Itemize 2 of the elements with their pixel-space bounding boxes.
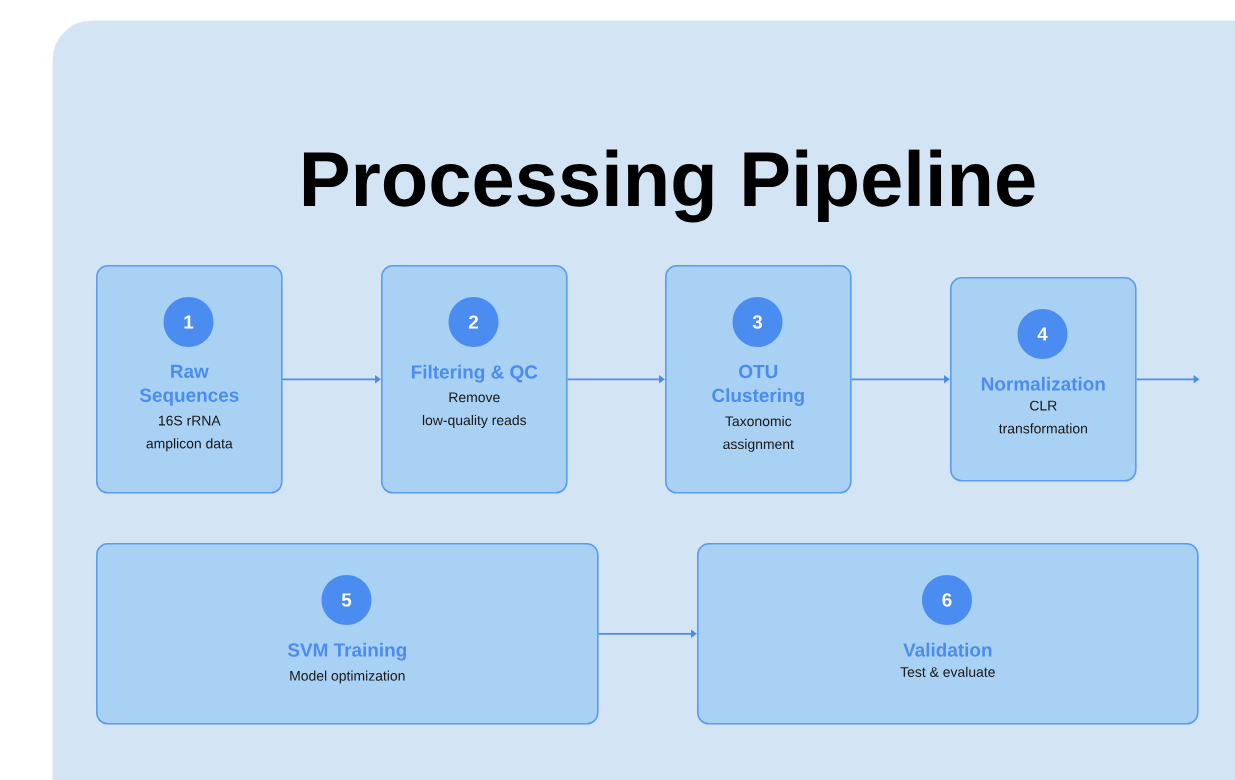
title: Processing Pipeline — [303, 149, 1035, 223]
arrow — [597, 629, 697, 638]
